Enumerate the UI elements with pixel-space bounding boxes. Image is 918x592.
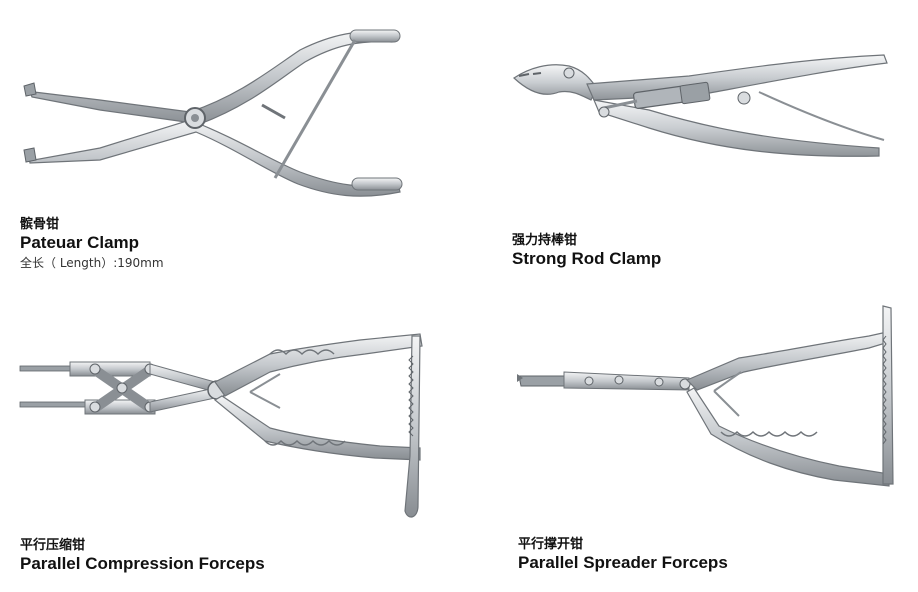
product-name-cn: 平行撑开钳: [518, 537, 584, 552]
product-name-en: Strong Rod Clamp: [512, 248, 662, 268]
product-name-cn: 强力持棒钳: [512, 233, 578, 248]
strong-rod-clamp-caption: 强力持棒钳 Strong Rod Clamp: [512, 233, 661, 269]
parallel-spreader-forceps-icon: [517, 305, 894, 487]
pateuar-clamp-icon: [23, 29, 403, 197]
product-name-cn: 髌骨钳: [20, 217, 60, 232]
product-name-cn: 平行压缩钳: [20, 538, 86, 553]
pateuar-clamp-caption: 髌骨钳 Pateuar Clamp 全长（ Length）:190mm: [20, 217, 164, 270]
product-name-en: Pateuar Clamp: [20, 232, 140, 252]
product-pateuar-clamp: 髌骨钳 Pateuar Clamp 全长（ Length）:190mm: [0, 0, 459, 296]
product-parallel-compression-forceps: 平行压缩钳 Parallel Compression Forceps: [0, 296, 459, 592]
product-parallel-spreader-forceps: 平行撑开钳 Parallel Spreader Forceps: [459, 296, 918, 592]
parallel-compression-forceps-caption: 平行压缩钳 Parallel Compression Forceps: [20, 538, 265, 574]
strong-rod-clamp-icon: [513, 54, 888, 157]
product-name-en: Parallel Compression Forceps: [20, 553, 265, 573]
parallel-compression-forceps-icon: [19, 333, 423, 518]
product-strong-rod-clamp: 强力持棒钳 Strong Rod Clamp: [459, 0, 918, 296]
parallel-spreader-forceps-caption: 平行撑开钳 Parallel Spreader Forceps: [518, 537, 728, 573]
product-length-spec: 全长（ Length）:190mm: [20, 255, 164, 270]
product-name-en: Parallel Spreader Forceps: [518, 552, 728, 572]
